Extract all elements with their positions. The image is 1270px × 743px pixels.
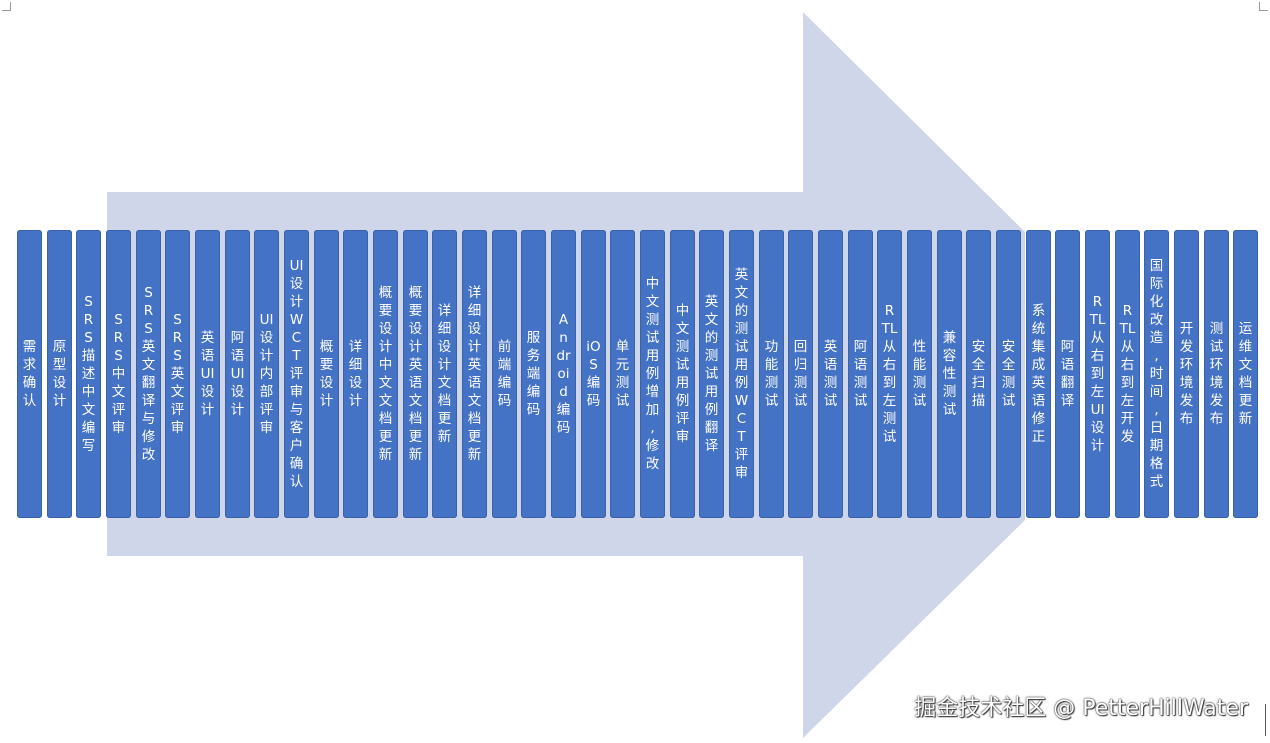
process-step-label: RTL从右到左UI设计 [1089, 294, 1106, 454]
process-step: 前端编码 [492, 230, 517, 518]
process-step-label: 安全测试 [1001, 339, 1016, 409]
process-step: 原型设计 [47, 230, 72, 518]
process-step: 服务端编码 [521, 230, 546, 518]
process-step: 需求确认 [17, 230, 42, 518]
process-step-label: Android编码 [556, 312, 571, 436]
watermark: 掘金技术社区 @ PetterHillWater [914, 696, 1248, 721]
process-step: 英语UI设计 [195, 230, 220, 518]
process-step: 单元测试 [610, 230, 635, 518]
process-step: 测试环境发布 [1204, 230, 1229, 518]
process-step-label: 阿语翻译 [1060, 339, 1075, 409]
process-step-label: iOS编码 [586, 339, 601, 409]
process-step-label: RTL从右到左测试 [881, 303, 898, 445]
process-step: 英文的测试用例翻译 [699, 230, 724, 518]
process-step-label: 服务端编码 [526, 330, 541, 418]
process-step: 功能测试 [759, 230, 784, 518]
process-step: 详细设计 [343, 230, 368, 518]
process-step-label: 功能测试 [764, 339, 779, 409]
process-step: RTL从右到左开发 [1115, 230, 1140, 518]
process-step-label: 英文的测试用例WCT评审 [734, 267, 749, 481]
process-step: Android编码 [551, 230, 576, 518]
process-step: 概要设计中文文档更新 [373, 230, 398, 518]
process-step-label: 前端编码 [497, 339, 512, 409]
process-step: UI设计WCT评审与客户确认 [284, 230, 309, 518]
process-step: RTL从右到左测试 [877, 230, 902, 518]
process-step: 安全测试 [996, 230, 1021, 518]
process-step-label: RTL从右到左开发 [1119, 303, 1136, 445]
process-step-label: 单元测试 [615, 339, 630, 409]
process-step: SRS描述中文编写 [76, 230, 101, 518]
process-step-label: SRS英文翻译与修改 [141, 285, 156, 463]
process-step: 阿语UI设计 [225, 230, 250, 518]
process-step-label: 中文测试用例增加,修改 [645, 276, 660, 472]
process-step-label: 原型设计 [52, 339, 67, 409]
process-step: 详细设计文档更新 [432, 230, 457, 518]
process-step: 中文测试用例评审 [670, 230, 695, 518]
process-step-label: 概要设计中文文档更新 [378, 285, 393, 463]
process-step-label: 回归测试 [793, 339, 808, 409]
process-step: 性能测试 [907, 230, 932, 518]
process-step: 国际化改造,时间,日期格式 [1144, 230, 1169, 518]
process-step-label: 阿语UI设计 [230, 330, 245, 418]
process-step: RTL从右到左UI设计 [1085, 230, 1110, 518]
page-edge-line [1265, 704, 1266, 736]
process-step: 运维文档更新 [1233, 230, 1258, 518]
process-step: SRS英文评审 [165, 230, 190, 518]
process-step-label: 概要设计 [319, 339, 334, 409]
process-step: 阿语测试 [848, 230, 873, 518]
process-step: 中文测试用例增加,修改 [640, 230, 665, 518]
process-step: 英文的测试用例WCT评审 [729, 230, 754, 518]
process-step-label: 兼容性测试 [942, 330, 957, 418]
process-step-label: 阿语测试 [853, 339, 868, 409]
process-step: SRS中文评审 [106, 230, 131, 518]
process-step-label: SRS英文评审 [170, 312, 185, 436]
process-step: 系统集成英语修正 [1026, 230, 1051, 518]
process-step-label: SRS中文评审 [111, 312, 126, 436]
process-step-label: 性能测试 [912, 339, 927, 409]
process-step: 开发环境发布 [1174, 230, 1199, 518]
process-step-label: 系统集成英语修正 [1031, 303, 1046, 445]
process-step-label: 运维文档更新 [1238, 321, 1253, 427]
process-step-label: UI设计内部评审 [259, 312, 274, 436]
process-step-label: 中文测试用例评审 [675, 303, 690, 445]
process-step: SRS英文翻译与修改 [136, 230, 161, 518]
process-step-label: 开发环境发布 [1179, 321, 1194, 427]
page-corner-mark [1259, 2, 1268, 11]
process-step: iOS编码 [581, 230, 606, 518]
process-step-label: 详细设计文档更新 [437, 303, 452, 445]
process-step: 概要设计英语文档更新 [403, 230, 428, 518]
process-step-label: 安全扫描 [971, 339, 986, 409]
process-step: 详细设计英语文档更新 [462, 230, 487, 518]
process-step-label: 详细设计 [348, 339, 363, 409]
process-step: 安全扫描 [966, 230, 991, 518]
page-corner-mark [2, 2, 11, 11]
process-step-label: 需求确认 [22, 339, 37, 409]
process-step: 兼容性测试 [937, 230, 962, 518]
process-step-label: 国际化改造,时间,日期格式 [1149, 258, 1164, 490]
process-step-label: 英语测试 [823, 339, 838, 409]
process-step-label: 测试环境发布 [1209, 321, 1224, 427]
process-step-label: 概要设计英语文档更新 [408, 285, 423, 463]
process-step-label: UI设计WCT评审与客户确认 [289, 258, 304, 490]
process-step: 回归测试 [788, 230, 813, 518]
process-step-label: SRS描述中文编写 [81, 294, 96, 454]
process-step-label: 英文的测试用例翻译 [704, 294, 719, 454]
process-step: 阿语翻译 [1055, 230, 1080, 518]
process-step-label: 英语UI设计 [200, 330, 215, 418]
process-step: 概要设计 [314, 230, 339, 518]
process-step: 英语测试 [818, 230, 843, 518]
process-step-label: 详细设计英语文档更新 [467, 285, 482, 463]
process-step: UI设计内部评审 [254, 230, 279, 518]
